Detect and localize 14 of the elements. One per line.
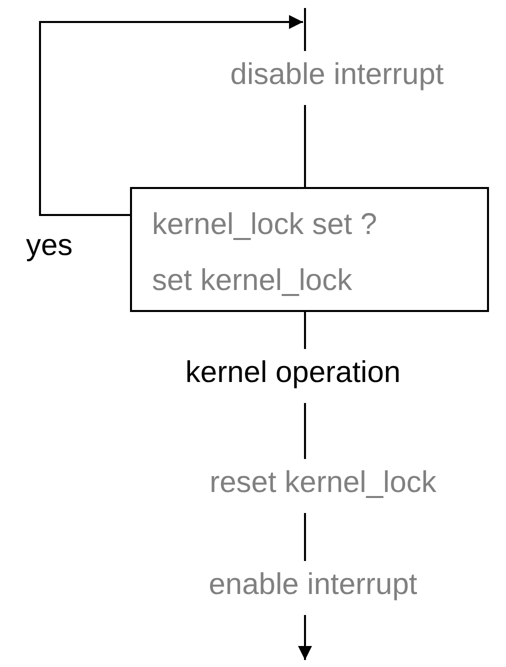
connector-line [304, 105, 306, 187]
connector-line [304, 8, 306, 51]
box-text: kernel_lock set ? [152, 207, 378, 243]
decision-box [130, 187, 489, 312]
arrow [298, 615, 312, 660]
step-text: reset kernel_lock [158, 465, 488, 509]
step-text: kernel operation [138, 355, 448, 399]
step-text: disable interrupt [177, 57, 497, 101]
connector-line [304, 403, 306, 459]
box-text: set kernel_lock [152, 263, 352, 299]
arrow [39, 15, 303, 216]
connector-line [304, 312, 306, 349]
step-text: enable interrupt [153, 567, 473, 611]
connector-line [304, 513, 306, 561]
